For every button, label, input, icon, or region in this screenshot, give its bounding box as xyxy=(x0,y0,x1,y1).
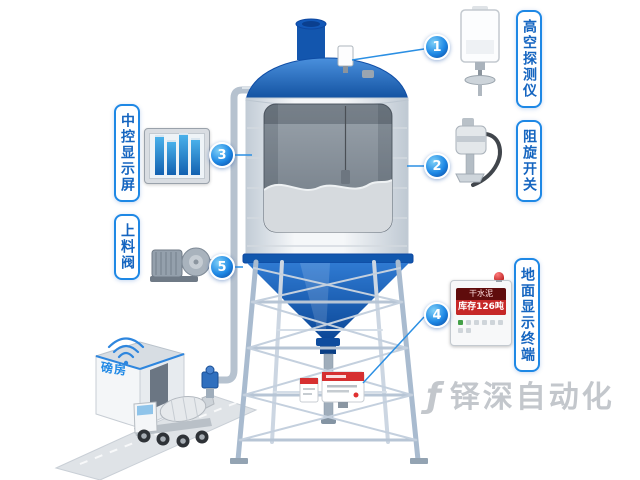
connector-lines xyxy=(235,48,425,384)
callout-number-2: 2 xyxy=(424,153,450,179)
alarm-beacon-icon xyxy=(494,272,504,280)
terminal-button xyxy=(466,328,471,333)
callout-label-4-text: 地面显示终端 xyxy=(519,267,535,363)
terminal-stock-text: 库存126吨 xyxy=(456,300,506,315)
callout-label-5: 上料阀 xyxy=(114,214,140,280)
callout-number-3: 3 xyxy=(209,142,235,168)
detector-product-image xyxy=(460,6,500,96)
callout-number-1: 1 xyxy=(424,34,450,60)
callout-label-5-text: 上料阀 xyxy=(119,223,135,271)
road xyxy=(54,395,258,480)
feed-valve xyxy=(201,365,219,398)
tank-gauge-bar xyxy=(178,133,188,175)
mixer-truck xyxy=(133,393,215,448)
control-display-screen xyxy=(149,133,205,179)
weighing-indicator-box xyxy=(299,371,365,408)
terminal-button xyxy=(458,328,463,333)
callout-label-4: 地面显示终端 xyxy=(514,258,540,372)
terminal-button xyxy=(458,320,463,325)
sensor-cable xyxy=(341,106,350,184)
rotary-switch-product-image xyxy=(455,118,502,187)
terminal-button xyxy=(490,320,495,325)
callout-label-2: 阻旋开关 xyxy=(516,120,542,202)
material-pile xyxy=(264,179,392,232)
silo-cutaway xyxy=(263,103,393,233)
wifi-icon xyxy=(107,337,145,366)
tank-gauge-bar xyxy=(154,135,164,175)
ground-display-terminal: 干水泥 库存126吨 xyxy=(450,272,512,346)
terminal-buttons xyxy=(451,318,511,335)
tank-gauge-bar xyxy=(166,140,176,175)
terminal-screen: 干水泥 库存126吨 xyxy=(456,288,506,315)
silo-vent-pipe xyxy=(295,18,327,60)
top-level-sensor xyxy=(337,45,374,78)
terminal-button xyxy=(498,320,503,325)
tank-gauge-bar xyxy=(190,138,200,175)
callout-label-1-text: 高空探测仪 xyxy=(521,19,537,99)
callout-label-3-text: 中控显示屏 xyxy=(119,113,135,193)
terminal-button xyxy=(474,320,479,325)
silo-cone xyxy=(242,253,414,354)
watermark-logo: ƒ xyxy=(426,376,444,416)
terminal-button xyxy=(482,320,487,325)
silo-dome xyxy=(245,57,409,101)
central-control-display xyxy=(144,128,210,184)
terminal-button xyxy=(466,320,471,325)
callout-number-4: 4 xyxy=(424,302,450,328)
callout-label-2-text: 阻旋开关 xyxy=(521,129,537,193)
callout-label-1: 高空探测仪 xyxy=(516,10,542,108)
feed-valve-product-image xyxy=(150,247,220,282)
callout-number-5: 5 xyxy=(209,254,235,280)
watermark-text: 铎深自动化 xyxy=(449,380,615,415)
alarm-beacon-stem xyxy=(496,279,502,282)
callout-label-3: 中控显示屏 xyxy=(114,104,140,202)
terminal-material-text: 干水泥 xyxy=(469,289,493,298)
